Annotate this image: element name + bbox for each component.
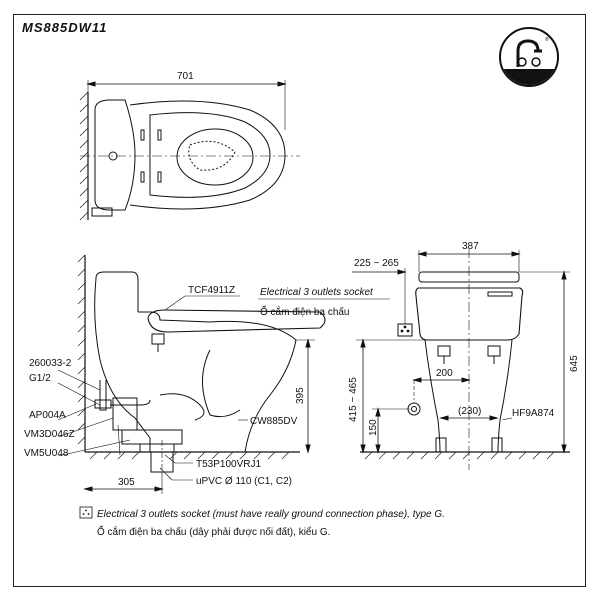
socket-symbol-icon (79, 506, 93, 519)
part-hf9a874: HF9A874 (512, 408, 555, 419)
dim-200: 200 (436, 368, 453, 379)
part-t53p100vrj1: T53P100VRJ1 (196, 459, 261, 470)
dim-395: 395 (295, 387, 306, 404)
part-upvc-pipe: uPVC Ø 110 (C1, C2) (196, 476, 292, 487)
svg-text:®: ® (545, 36, 549, 43)
part-vm5u048: VM5U048 (24, 448, 69, 459)
side-view (57, 254, 326, 494)
drawing-frame (13, 14, 586, 587)
part-g12: G1/2 (29, 373, 51, 384)
socket-label-vi: Ổ cắm điện ba chấu (260, 305, 350, 318)
note-vi: Ổ cắm điện ba chấu (dây phải được nối đấ… (97, 527, 331, 538)
dim-645: 645 (569, 355, 580, 372)
dim-305: 305 (118, 477, 135, 488)
socket-label-en: Electrical 3 outlets socket (260, 287, 374, 298)
model-number: MS885DW11 (22, 20, 108, 35)
dim-150: 150 (368, 419, 379, 436)
dim-387: 387 (462, 241, 479, 252)
dim-225-265: 225 ~ 265 (354, 258, 399, 269)
note-en: Electrical 3 outlets socket (must have r… (97, 509, 445, 520)
part-cw885dv: CW885DV (250, 416, 298, 427)
dim-230: (230) (458, 406, 481, 417)
dual-flush-eco-icon: ® (499, 27, 559, 87)
dim-415-465: 415 ~ 465 (348, 377, 359, 422)
part-vm3d046z: VM3D046Z (24, 429, 75, 440)
part-tcf4911z: TCF4911Z (188, 285, 235, 296)
dim-701: 701 (177, 71, 194, 82)
front-view (352, 248, 570, 470)
part-260033-2: 260033-2 (29, 358, 72, 369)
part-ap004a: AP004A (29, 410, 66, 421)
top-view (79, 80, 300, 221)
